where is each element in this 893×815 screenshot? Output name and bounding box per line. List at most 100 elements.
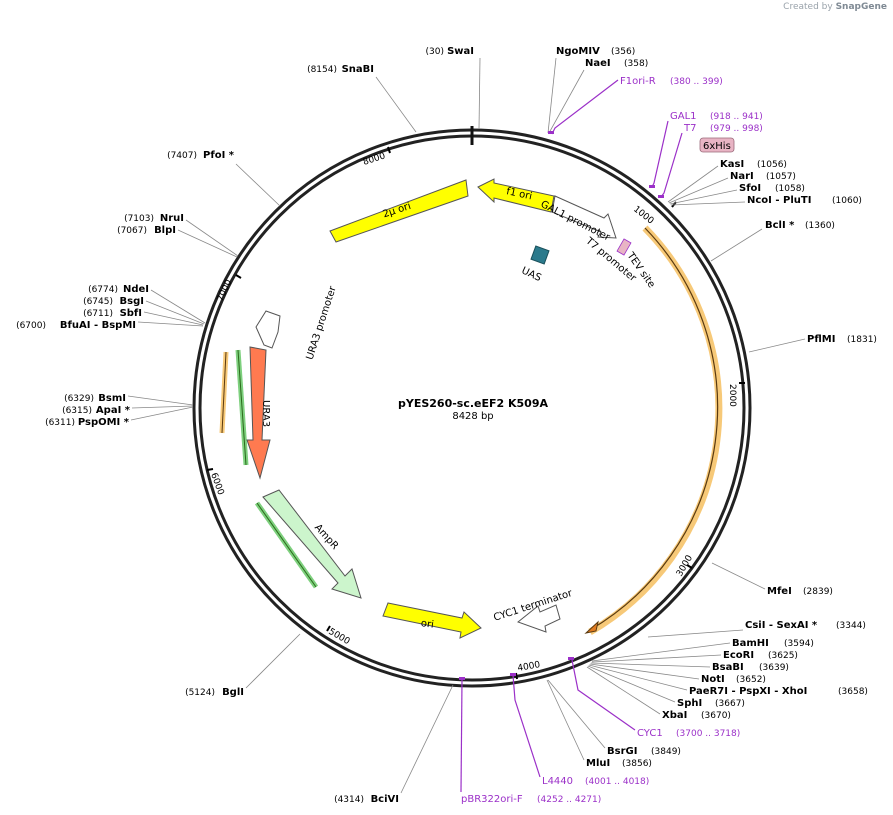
- enzyme-pos-kasi: (1056): [757, 160, 787, 170]
- enzyme-pos-ndei: (6774): [88, 285, 118, 295]
- enzyme-leader-bsrgi: [547, 679, 606, 749]
- plasmid-length: 8428 bp: [452, 411, 493, 422]
- enzyme-name-mlui: MluI: [586, 758, 610, 769]
- enzyme-pos-mlui: (3856): [622, 759, 652, 769]
- enzyme-pos-bfuai-bspmi: (6700): [16, 321, 46, 331]
- enzyme-pos-nrui: (7103): [124, 214, 154, 224]
- enzyme-pos-bcli: (1360): [805, 221, 835, 231]
- left-orange-line: [221, 351, 227, 434]
- ampr-arrow: [262, 489, 362, 599]
- enzyme-name-bsabi: BsaBI: [712, 662, 744, 673]
- primer-pos-f1ori-r: (380 .. 399): [670, 77, 723, 87]
- eef2-cds-line: [589, 227, 719, 631]
- enzyme-leader-ngomiv: [547, 57, 557, 134]
- f1-ori-label: f1 ori: [505, 186, 533, 202]
- enzyme-name-nrui: NruI: [160, 213, 184, 224]
- tick-label-1000: 1000: [631, 204, 655, 226]
- lower-green-line: [256, 502, 317, 588]
- f1-ori-arrow: [477, 178, 555, 213]
- primer-name-l4440: L4440: [542, 776, 573, 787]
- left-green-line: [237, 349, 247, 466]
- enzyme-leader-swai: [478, 57, 481, 130]
- enzyme-leader-kasi: [667, 165, 719, 203]
- two-micron-ori-arrow: [329, 179, 469, 243]
- primer-marker-gal1: [649, 185, 655, 188]
- enzyme-leader-bamhi: [591, 642, 731, 662]
- ura3-arrow: [246, 346, 271, 480]
- enzyme-pos-pflmi: (1831): [847, 335, 877, 345]
- primer-name-f1ori-r: F1ori-R: [620, 76, 656, 87]
- primer-leader-cyc1: [571, 659, 636, 731]
- enzyme-pos-blpi: (7067): [117, 226, 147, 236]
- enzyme-leader-ecori: [591, 654, 722, 663]
- tick-label-2000: 2000: [727, 384, 737, 407]
- enzyme-leader-nrui: [185, 219, 239, 257]
- enzyme-name-sbfi: SbfI: [120, 308, 142, 319]
- enzyme-leader-mlui: [546, 679, 585, 761]
- enzyme-pos-apai: (6315): [62, 406, 92, 416]
- enzyme-pos-mfei: (2839): [803, 587, 833, 597]
- tick-label-8000: 8000: [362, 151, 387, 168]
- enzyme-pos-paer7i-pspxi-xhoi: (3658): [838, 687, 868, 697]
- primer-name-t7: T7: [683, 123, 696, 134]
- enzyme-leader-bcli: [710, 228, 763, 262]
- ori-label: ori: [420, 618, 434, 631]
- enzyme-leader-bgli: [245, 633, 301, 689]
- enzyme-pos-bsabi: (3639): [759, 663, 789, 673]
- enzyme-name-xbai: XbaI: [662, 710, 687, 721]
- his-tag-label: 6xHis: [703, 141, 731, 152]
- enzyme-name-pspomi: PspOMI *: [78, 417, 130, 428]
- enzyme-pos-snabi: (8154): [307, 65, 337, 75]
- tick-mark-3000: [686, 564, 693, 569]
- ura3-label: URA3: [260, 400, 271, 427]
- enzyme-name-bcli: BclI *: [765, 220, 795, 231]
- enzyme-pos-bcivi: (4314): [334, 795, 364, 805]
- primer-leader-gal1: [651, 120, 669, 188]
- enzyme-name-csii-sexai: CsiI - SexAI *: [745, 620, 818, 631]
- ura3-promoter-label: URA3 promoter: [305, 284, 339, 361]
- eef2-cds-band: [588, 225, 723, 636]
- primer-pos-gal1: (918 .. 941): [710, 112, 763, 122]
- enzyme-name-snabi: SnaBI: [342, 64, 374, 75]
- enzyme-name-mfei: MfeI: [767, 586, 792, 597]
- enzyme-name-ecori: EcoRI: [723, 650, 754, 661]
- enzyme-name-bcivi: BciVI: [371, 794, 399, 805]
- enzyme-name-bfuai-bspmi: BfuAI - BspMI: [60, 320, 136, 331]
- ura3-promoter-arrow: [255, 310, 281, 349]
- enzyme-name-sfoi: SfoI: [739, 183, 761, 194]
- enzyme-name-bgli: BglI: [222, 687, 244, 698]
- primer-leader-f1ori-r: [551, 79, 619, 135]
- enzyme-leader-bfuai-bspmi: [137, 321, 204, 327]
- enzyme-leader-mfei: [711, 562, 766, 590]
- enzyme-leader-sphi: [587, 665, 676, 703]
- enzyme-name-pflmi: PflMI: [807, 334, 835, 345]
- enzyme-pos-bsmi: (6329): [64, 394, 94, 404]
- enzyme-name-ndei: NdeI: [123, 284, 149, 295]
- enzyme-pos-sfoi: (1058): [775, 184, 805, 194]
- tick-mark-5000: [326, 625, 331, 632]
- primer-name-cyc1: CYC1: [637, 728, 663, 739]
- enzyme-leader-naei: [548, 69, 585, 134]
- enzyme-pos-ecori: (3625): [768, 651, 798, 661]
- primer-pos-t7: (979 .. 998): [710, 124, 763, 134]
- enzyme-leader-paer7i-pspxi-xhoi: [588, 664, 688, 691]
- enzyme-name-pfoi: PfoI *: [203, 150, 235, 161]
- primer-pos-cyc1: (3700 .. 3718): [676, 729, 740, 739]
- tick-mark-6000: [206, 468, 214, 471]
- primer-marker-f1ori-r: [548, 131, 554, 134]
- enzyme-pos-sphi: (3667): [715, 699, 745, 709]
- snapgene-watermark: Created by SnapGene: [783, 2, 887, 12]
- enzyme-leader-pfoi: [235, 163, 281, 207]
- enzyme-pos-csii-sexai: (3344): [836, 621, 866, 631]
- enzyme-name-nari: NarI: [730, 171, 754, 182]
- enzyme-name-bamhi: BamHI: [732, 638, 769, 649]
- enzyme-pos-bsgi: (6745): [83, 297, 113, 307]
- tick-label-7000: 7000: [216, 278, 235, 303]
- enzyme-pos-ncoi-pluti: (1060): [832, 196, 862, 206]
- enzyme-pos-swai: (30): [426, 47, 444, 57]
- his-tag-box: [699, 137, 735, 153]
- enzyme-name-bsrgi: BsrGI: [607, 746, 637, 757]
- enzyme-name-kasi: KasI: [720, 159, 744, 170]
- tick-mark-7000: [235, 274, 242, 279]
